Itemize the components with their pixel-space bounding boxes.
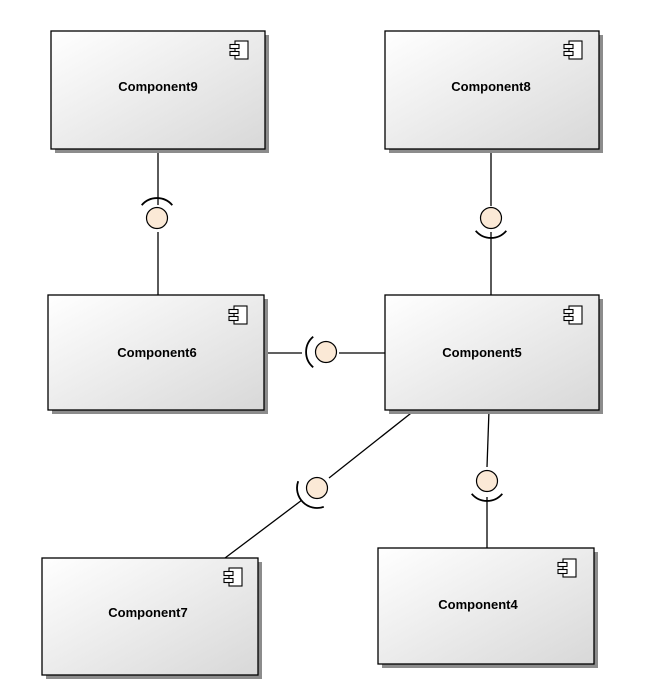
component-box [384,30,600,150]
connector-c5-c7-lower[interactable] [224,499,303,559]
component-box [50,30,266,150]
connector-c5-c4-upper[interactable] [486,409,490,468]
component-component6[interactable]: Component6 [47,294,268,414]
component-component9[interactable]: Component9 [50,30,269,153]
component-box [47,294,265,411]
assembly-c5-c7[interactable] [296,476,329,509]
component-label: Component6 [117,345,196,360]
component-component8[interactable]: Component8 [384,30,603,153]
connector-c5-c7-upper[interactable] [328,409,416,479]
required-interface-socket [471,493,503,502]
connectors [157,150,492,559]
component-icon [228,305,248,325]
component-component7[interactable]: Component7 [41,557,262,679]
component-icon [557,558,577,578]
assembly-c8-c5[interactable] [475,206,507,239]
assembly-c5-c4[interactable] [471,469,503,502]
component-icon [563,40,583,60]
component-icon [563,305,583,325]
provided-interface-ball [305,476,329,500]
component-box [41,557,259,676]
required-interface-socket [305,336,314,368]
component-icon [229,40,249,60]
assembly-c9-c6[interactable] [141,197,173,230]
component-label: Component7 [108,605,187,620]
component-component4[interactable]: Component4 [377,547,598,668]
required-interface-socket [141,197,173,206]
provided-interface-ball [314,340,338,364]
component-label: Component9 [118,79,197,94]
component-box [377,547,595,665]
component-label: Component5 [442,345,521,360]
provided-interface-ball [479,206,503,230]
component-label: Component8 [451,79,530,94]
component-icon [223,567,243,587]
provided-interface-ball [475,469,499,493]
component-label: Component4 [438,597,518,612]
component-component5[interactable]: Component5 [384,294,603,414]
assembly-c6-c5[interactable] [305,336,338,368]
component-box [384,294,600,411]
provided-interface-ball [145,206,169,230]
required-interface-socket [296,480,325,509]
required-interface-socket [475,230,507,239]
